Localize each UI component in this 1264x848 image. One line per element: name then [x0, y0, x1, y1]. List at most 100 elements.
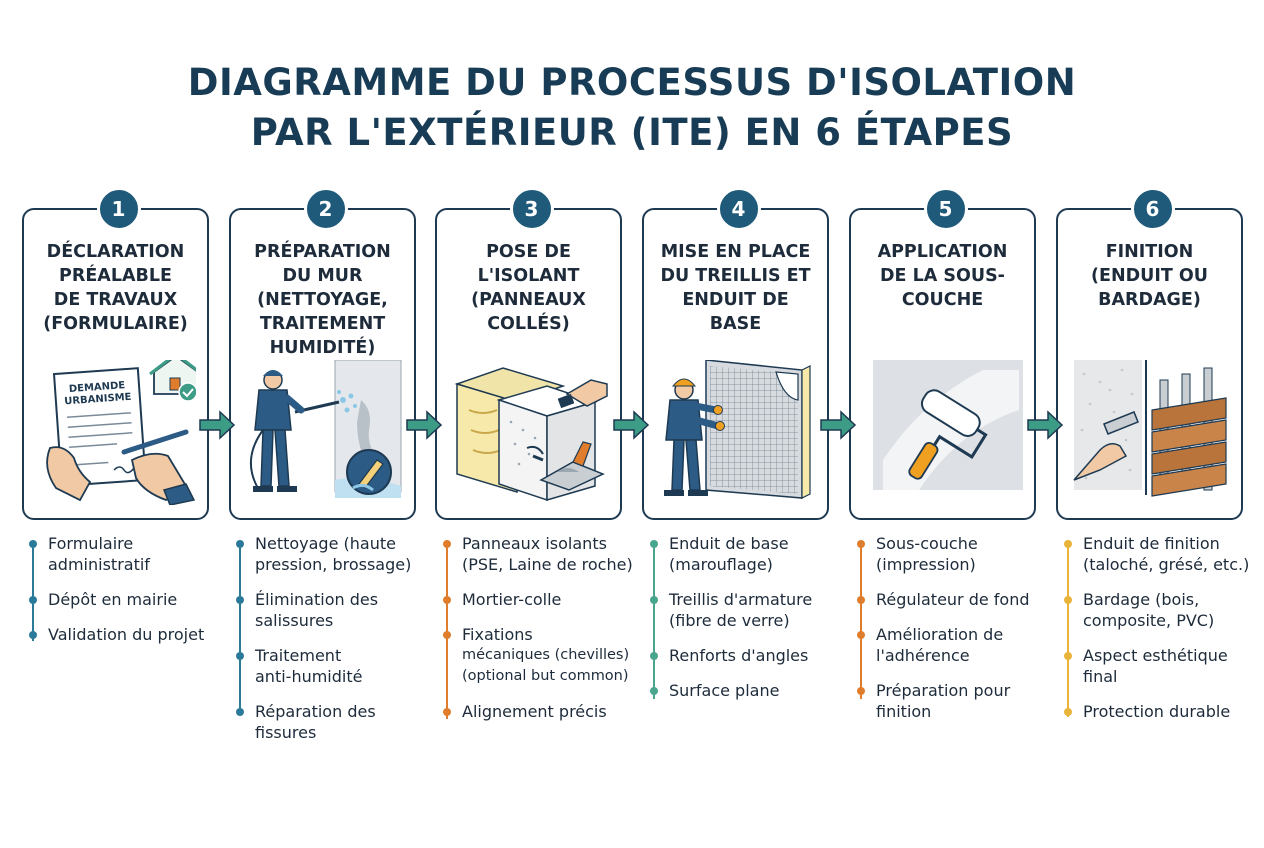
step-title-line: (FORMULAIRE): [43, 314, 188, 334]
bullet-connector-line: [653, 545, 655, 699]
doc-text-line: DEMANDE: [69, 380, 126, 395]
list-item: Surface plane: [646, 680, 841, 701]
bullet-dot: [443, 631, 451, 639]
bullet-dot: [650, 687, 658, 695]
bullet-text: Enduit de finition: [1083, 534, 1220, 553]
list-item: Alignement précis: [439, 701, 634, 722]
list-item: Enduit de finition (taloché, grésé, etc.…: [1060, 533, 1255, 575]
bullet-text: Traitement: [255, 646, 342, 665]
bullet-dot: [29, 631, 37, 639]
bullet-text: pression, brossage): [255, 555, 412, 574]
bullet-dot: [650, 652, 658, 660]
bullet-dot: [857, 631, 865, 639]
bullet-dot: [236, 540, 244, 548]
step-number-badge: 6: [1130, 187, 1175, 231]
worker-mesh-wall-icon: [664, 360, 811, 499]
bullet-text: Aspect esthétique: [1083, 646, 1228, 665]
arrow-right-icon: [406, 410, 443, 440]
list-item: Validation du projet: [25, 624, 220, 645]
list-item: Protection durable: [1060, 701, 1255, 722]
bullet-dot: [650, 540, 658, 548]
step-title-line: (PANNEAUX: [471, 290, 586, 310]
step-title: FINITION (ENDUIT OU BARDAGE): [1062, 240, 1237, 312]
bullet-dot: [443, 540, 451, 548]
step-title-line: HUMIDITÉ): [269, 338, 376, 358]
bullet-text: Renforts d'angles: [669, 646, 809, 665]
bullet-dot: [1064, 540, 1072, 548]
bullet-dot: [236, 652, 244, 660]
bullet-text: (fibre de verre): [669, 611, 790, 630]
bullet-dot: [236, 708, 244, 716]
step-title-line: BARDAGE): [1098, 290, 1201, 310]
bullet-dot: [857, 596, 865, 604]
list-item: Formulaire administratif: [25, 533, 220, 575]
step-title-line: (ENDUIT OU: [1091, 266, 1208, 286]
bullet-text: Panneaux isolants: [462, 534, 607, 553]
bullet-text: finition: [876, 702, 932, 721]
bullet-text: fissures: [255, 723, 317, 742]
list-item: Renforts d'angles: [646, 645, 841, 666]
list-item: Réparation des fissures: [232, 701, 427, 743]
render-and-cladding-icon: [1073, 360, 1227, 497]
bullet-dot: [650, 596, 658, 604]
list-item: Enduit de base (marouflage): [646, 533, 841, 575]
diagram-title: DIAGRAMME DU PROCESSUS D'ISOLATION PAR L…: [0, 58, 1264, 158]
bullet-text: l'adhérence: [876, 646, 970, 665]
bullet-text: (PSE, Laine de roche): [462, 555, 633, 574]
step-number-badge: 5: [923, 187, 968, 231]
bullet-text: Élimination des: [255, 590, 379, 609]
step-4-bullets: Enduit de base (marouflage) Treillis d'a…: [646, 533, 841, 715]
step-card-1: 1 DÉCLARATION PRÉALABLE DE TRAVAUX (FORM…: [22, 187, 209, 520]
bullet-connector-line: [1067, 545, 1069, 717]
bullet-text: Validation du projet: [48, 625, 205, 644]
bullet-text: Fixations: [462, 625, 533, 644]
list-item: Élimination des salissures: [232, 589, 427, 631]
arrow-right-icon: [199, 410, 236, 440]
list-item: Amélioration de l'adhérence: [853, 624, 1048, 666]
bullet-text: (marouflage): [669, 555, 773, 574]
step-card-3: 3 POSE DE L'ISOLANT (PANNEAUX COLLÉS): [435, 187, 622, 520]
bullet-dot: [1064, 652, 1072, 660]
insulation-panels-trowel-icon: [454, 367, 608, 502]
step-2-bullets: Nettoyage (haute pression, brossage) Éli…: [232, 533, 427, 757]
step-title-line: (NETTOYAGE,: [257, 290, 388, 310]
bullet-text: anti-humidité: [255, 667, 363, 686]
step-title-line: POSE DE: [486, 242, 571, 262]
list-item: Sous-couche (impression): [853, 533, 1048, 575]
bullet-dot: [29, 540, 37, 548]
step-card-6: 6 FINITION (ENDUIT OU BARDAGE): [1056, 187, 1243, 520]
step-title-line: ENDUIT DE: [682, 290, 789, 310]
step-title-line: PRÉALABLE: [59, 266, 172, 286]
step-title: POSE DE L'ISOLANT (PANNEAUX COLLÉS): [441, 240, 616, 336]
step-card-5: 5 APPLICATION DE LA SOUS- COUCHE: [849, 187, 1036, 520]
list-item: Régulateur de fond: [853, 589, 1048, 610]
bullet-dot: [857, 540, 865, 548]
bullet-text: Alignement précis: [462, 702, 607, 721]
step-card-4: 4 MISE EN PLACE DU TREILLIS ET ENDUIT DE…: [642, 187, 829, 520]
bullet-text: Sous-couche: [876, 534, 978, 553]
step-number-badge: 4: [716, 187, 761, 231]
step-title: MISE EN PLACE DU TREILLIS ET ENDUIT DE B…: [648, 240, 823, 336]
arrow-right-icon: [820, 410, 857, 440]
title-line-2: PAR L'EXTÉRIEUR (ITE) EN 6 ÉTAPES: [250, 111, 1014, 154]
bullet-text: mécaniques (chevilles): [462, 647, 630, 663]
bullet-text: Amélioration de: [876, 625, 1004, 644]
bullet-text: Dépôt en mairie: [48, 590, 178, 609]
bullet-dot: [29, 596, 37, 604]
bullet-text: Protection durable: [1083, 702, 1231, 721]
bullet-connector-line: [860, 545, 862, 699]
form-signing-house-check-icon: DEMANDE URBANISME: [46, 360, 196, 505]
bullet-text: Régulateur de fond: [876, 590, 1030, 609]
bullet-text: composite, PVC): [1083, 611, 1215, 630]
list-item: Préparation pour finition: [853, 680, 1048, 722]
bullet-connector-line: [32, 545, 34, 641]
bullet-text: Formulaire: [48, 534, 134, 553]
step-5-bullets: Sous-couche (impression) Régulateur de f…: [853, 533, 1048, 736]
list-item: Dépôt en mairie: [25, 589, 220, 610]
bullet-dot: [1064, 596, 1072, 604]
bullet-text: final: [1083, 667, 1118, 686]
bullet-dot: [443, 708, 451, 716]
bullet-text: Enduit de base: [669, 534, 789, 553]
step-title-line: DE TRAVAUX: [53, 290, 178, 310]
bullet-text: (impression): [876, 555, 976, 574]
